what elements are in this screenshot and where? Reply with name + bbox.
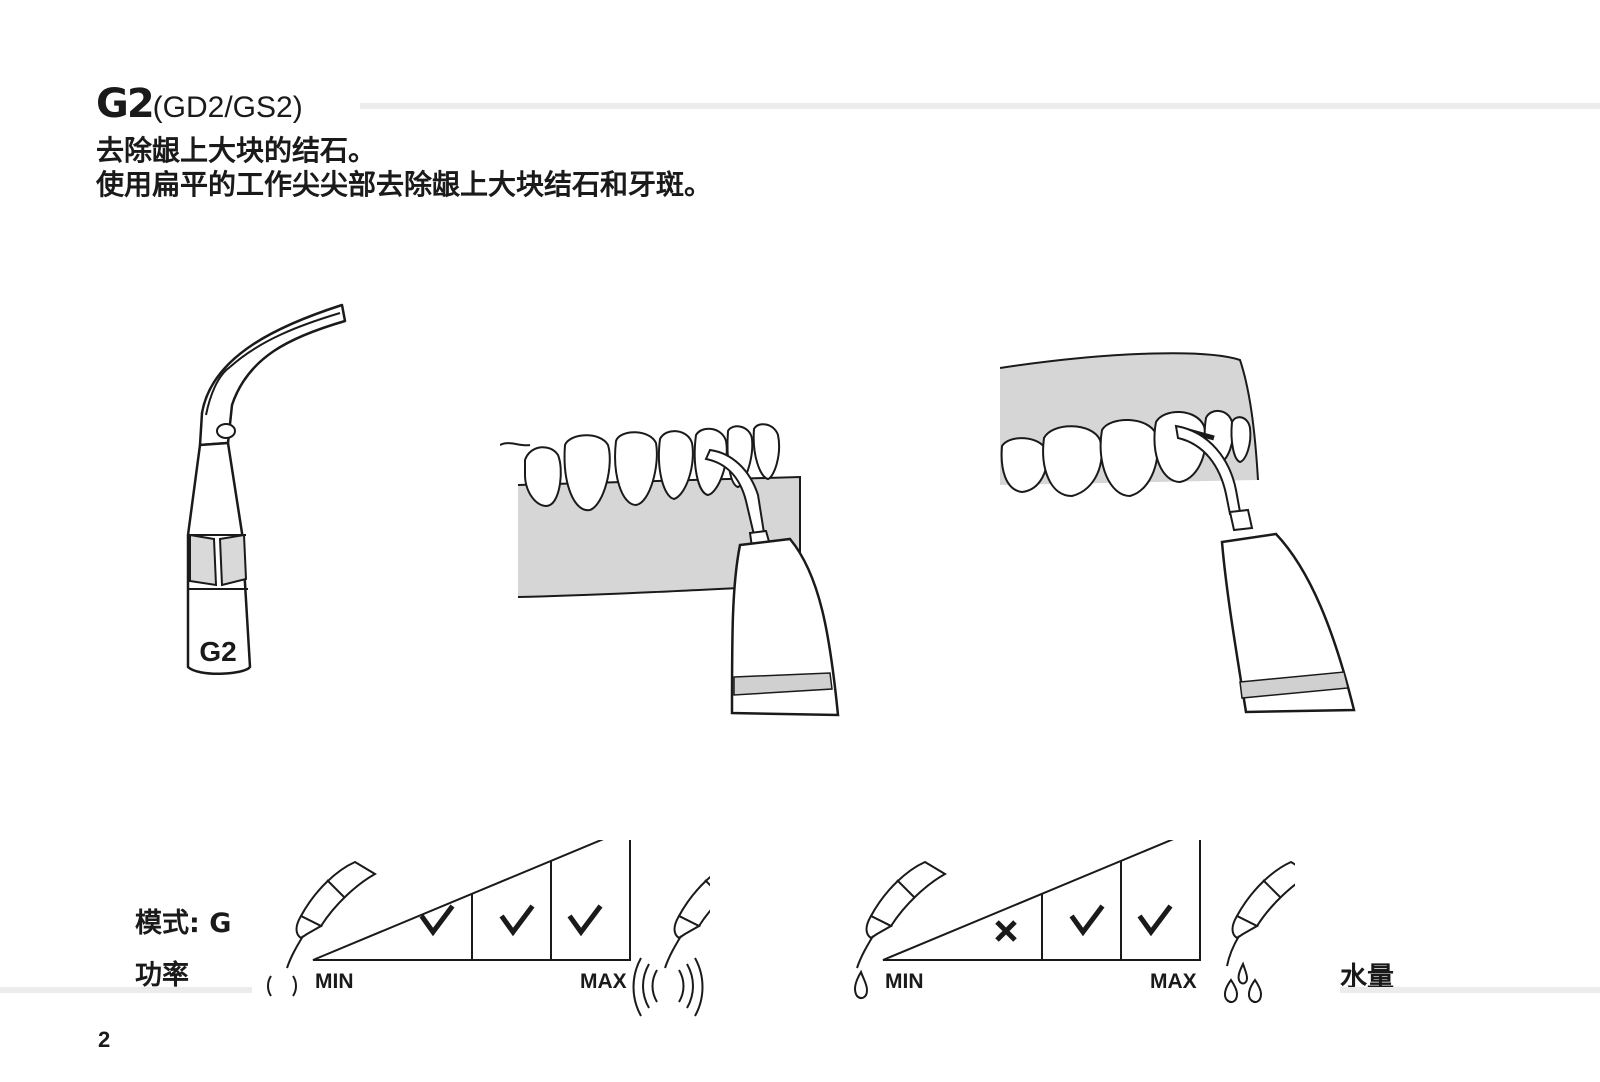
vibration-high-icon — [632, 957, 704, 1017]
footer-rule-right — [1340, 987, 1600, 993]
water-check-3-icon — [1137, 904, 1173, 937]
description-line-2: 使用扁平的工作尖尖部去除龈上大块结石和牙斑。 — [96, 168, 713, 201]
vibration-low-icon — [267, 975, 297, 997]
page-number: 2 — [98, 1027, 111, 1052]
description-line-1: 去除龈上大块的结石。 — [96, 134, 377, 167]
handpiece-high-water-icon — [1226, 860, 1295, 967]
model-name: G2 — [96, 81, 155, 127]
tip-illustration: G2 — [186, 303, 347, 675]
water-cross-1-icon — [995, 920, 1017, 942]
power-check-1-icon — [419, 904, 455, 937]
handpiece-high-icon — [664, 875, 710, 969]
power-check-3-icon — [567, 904, 603, 937]
power-scale: MIN MAX — [267, 840, 710, 1017]
footer-rule-left — [0, 987, 252, 993]
water-drop-low-icon — [853, 969, 869, 999]
handpiece-low-icon — [286, 860, 377, 969]
power-min-label: MIN — [315, 970, 354, 993]
power-max-label: MAX — [580, 970, 627, 993]
water-max-label: MAX — [1150, 970, 1197, 993]
tip-label: G2 — [199, 636, 236, 667]
handpiece-low-water-icon — [856, 860, 947, 969]
water-min-label: MIN — [885, 970, 924, 993]
mode-label: 模式: G — [135, 908, 232, 939]
model-variants: (GD2/GS2) — [152, 91, 303, 124]
power-label: 功率 — [135, 960, 189, 991]
water-scale: MIN MAX — [853, 840, 1295, 1003]
header-rule — [360, 103, 1600, 109]
page-title: G2(GD2/GS2) — [96, 84, 303, 124]
upper-teeth-illustration — [1000, 352, 1356, 714]
lower-teeth-illustration — [500, 423, 840, 717]
water-drops-high-icon — [1223, 961, 1263, 1003]
power-check-2-icon — [499, 904, 535, 937]
water-check-2-icon — [1069, 904, 1105, 937]
